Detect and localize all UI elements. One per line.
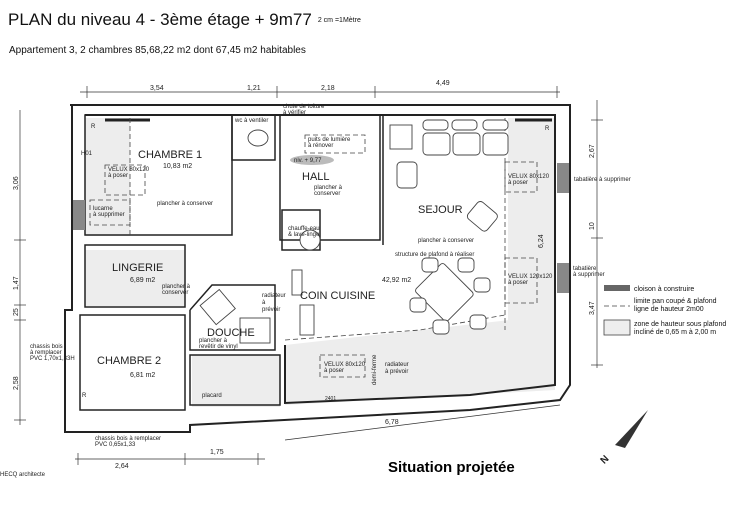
legend-label: zone de hauteur sous plafond — [634, 321, 726, 328]
level-note: niv. + 9,77 — [294, 158, 322, 164]
radiateur-note: radiateur — [262, 293, 286, 299]
dim-right: 3,47 — [589, 301, 596, 315]
dim-left: 3,06 — [13, 176, 20, 190]
dim-left: 25 — [13, 308, 20, 316]
puits-note: puits de lumière — [308, 137, 351, 143]
hall-floor-note-2: conserver — [314, 191, 340, 197]
legend-swatch-zone — [603, 319, 631, 336]
dim-bottom: 1,75 — [210, 449, 224, 456]
chambre1-floor-note: plancher à conserver — [157, 201, 213, 207]
dim-left: 1,47 — [13, 276, 20, 290]
chassis-note: chassis bois — [30, 344, 63, 350]
structure-note: structure de plafond à réaliser — [395, 252, 474, 258]
legend-swatch-cloison — [604, 285, 630, 291]
radiateur-sejour-note: radiateur — [385, 362, 409, 368]
radiateur-note-2: à — [262, 300, 266, 306]
douche-label: DOUCHE — [207, 327, 255, 339]
tabatiere-note-3: à supprimer — [573, 272, 605, 278]
dim-bottom: 6,78 — [385, 419, 399, 426]
sloped-zones — [85, 118, 555, 407]
chassis-bottom-note: chassis bois à remplacer — [95, 436, 161, 442]
demi-ferme-note: demi-ferme — [372, 354, 378, 385]
dim-top: 3,54 — [150, 85, 164, 92]
h01-note: H01 — [81, 151, 93, 157]
chambre2-area: 6,81 m2 — [130, 372, 155, 379]
tabatiere-note-2: tabatière — [573, 266, 597, 272]
velux-note: VELUX 80x120 — [108, 167, 150, 173]
radiator-mark: R — [91, 124, 96, 130]
velux-sejour-note: VELUX 80x120 — [508, 174, 550, 180]
puits-note-2: à rénover — [308, 143, 333, 149]
lingerie-label: LINGERIE — [112, 262, 163, 274]
douche-floor-note: plancher à — [199, 338, 228, 344]
placard-label: placard — [202, 393, 222, 399]
plan-subtitle: Appartement 3, 2 chambres 85,68,22 m2 do… — [9, 45, 306, 56]
plan-title: PLAN du niveau 4 - 3ème étage + 9m77 2 cm… — [8, 10, 361, 30]
chambre2-label: CHAMBRE 2 — [97, 355, 161, 367]
north-arrow-icon: N — [599, 410, 648, 466]
annotations: R R R H01 wc à ventiler chute de toiture… — [30, 104, 631, 448]
velux-sejour-note-2: à poser — [508, 180, 528, 186]
situation-title: Situation projetée — [388, 459, 515, 476]
chute-note: chute de toiture — [283, 104, 325, 110]
dim-bottom: 2,64 — [115, 463, 129, 470]
velux-bottom-note: VELUX 80x120 — [324, 362, 366, 368]
dim-top: 1,21 — [247, 85, 261, 92]
svg-text:N: N — [599, 454, 612, 467]
dim-right: 2,67 — [589, 144, 596, 158]
room-labels: CHAMBRE 1 10,83 m2 HALL SEJOUR 42,92 m2 … — [97, 149, 463, 399]
dim-top: 2,18 — [321, 85, 335, 92]
velux120-note-2: à poser — [508, 280, 528, 286]
chauffe-eau-note: chauffe-eau — [288, 226, 320, 232]
chassis-note-3: PVC 1,70x1,33H — [30, 356, 75, 362]
hall-floor-note: plancher à — [314, 185, 343, 191]
bottom-height-note: 2401 — [325, 396, 336, 402]
chauffe-eau-note-2: & lave-linge — [288, 232, 320, 238]
wc-note: wc à ventiler — [234, 118, 268, 124]
dim-top: 4,49 — [436, 80, 450, 87]
scale-note: 2 cm =1Mètre — [317, 17, 361, 25]
architect-credit: HECQ architecte — [0, 472, 46, 478]
chassis-bottom-note-2: PVC 0,65x1,33 — [95, 442, 136, 448]
dim-left: 2,58 — [13, 376, 20, 390]
velux120-note: VELUX 120x120 — [508, 274, 553, 280]
tabatiere-note: tabatière à supprimer — [574, 177, 631, 183]
douche-floor-note-2: revêtir de vinyl — [199, 344, 238, 350]
legend-label: ligne de hauteur 2m00 — [634, 306, 704, 313]
cuisine-label: COIN CUISINE — [300, 290, 375, 302]
hall-label: HALL — [302, 171, 330, 183]
radiator-mark: R — [82, 393, 87, 399]
legend: cloison à construire limite pan coupé & … — [603, 285, 726, 336]
dimension-labels: 3,54 1,21 2,18 4,49 3,06 1,47 25 2,58 2,… — [13, 80, 596, 470]
chute-note-2: à vérifier — [283, 110, 306, 116]
legend-label: limite pan coupé & plafond — [634, 298, 717, 305]
dim-right: 6,24 — [538, 234, 545, 248]
chassis-note-2: à remplacer — [30, 350, 62, 356]
legend-label: incliné de 0,65 m à 2,00 m — [634, 329, 716, 336]
legend-label: cloison à construire — [634, 286, 694, 293]
dimension-lines — [14, 86, 603, 465]
sejour-floor-note: plancher à conserver — [418, 238, 474, 244]
sejour-area: 42,92 m2 — [382, 277, 411, 284]
radiateur-sejour-note-2: à prévoir — [385, 369, 408, 375]
lucarne-note: lucarne — [93, 206, 113, 212]
radiateur-note-3: prévoir — [262, 307, 280, 313]
lingerie-floor-note: plancher à — [162, 284, 191, 290]
lingerie-area: 6,89 m2 — [130, 277, 155, 284]
furniture — [199, 119, 509, 344]
dim-right: 10 — [589, 222, 596, 230]
lucarne-note-2: à supprimer — [93, 212, 125, 218]
velux-note-2: à poser — [108, 173, 128, 179]
sejour-label: SEJOUR — [418, 204, 463, 216]
chambre1-label: CHAMBRE 1 — [138, 149, 202, 161]
velux-bottom-note-2: à poser — [324, 368, 344, 374]
radiator-mark: R — [545, 126, 550, 132]
lingerie-floor-note-2: conserver — [162, 290, 188, 296]
walls — [64, 104, 571, 433]
title-text: PLAN du niveau 4 - 3ème étage + 9m77 — [8, 10, 312, 29]
chambre1-area: 10,83 m2 — [163, 163, 192, 170]
